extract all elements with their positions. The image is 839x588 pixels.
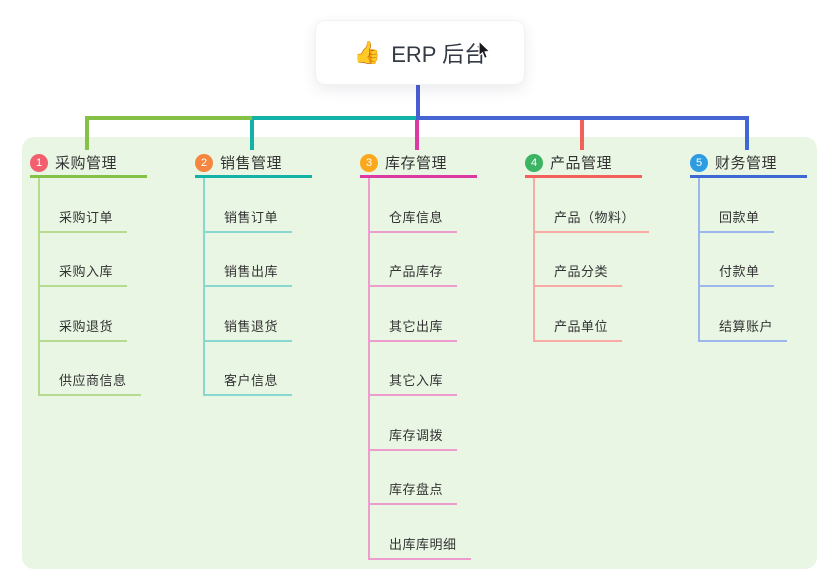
branch-index-badge: 1 bbox=[30, 153, 48, 172]
child-node[interactable]: 产品分类 bbox=[535, 233, 642, 287]
branch-purchase: 1 采购管理 采购订单 采购入库 采购退货 供应商信息 bbox=[30, 150, 147, 396]
child-node[interactable]: 采购入库 bbox=[40, 233, 147, 287]
branch-label: 产品管理 bbox=[550, 155, 613, 172]
child-node[interactable]: 销售出库 bbox=[205, 233, 312, 287]
branch-index-badge: 4 bbox=[525, 153, 543, 172]
child-node[interactable]: 出库库明细 bbox=[370, 505, 477, 560]
branch-product: 4 产品管理 产品（物料） 产品分类 产品单位 bbox=[525, 150, 650, 342]
branch-index-badge: 2 bbox=[195, 153, 213, 172]
branch-drop-line-inventory bbox=[415, 120, 419, 150]
root-node[interactable]: 👍 ERP 后台 bbox=[315, 20, 525, 85]
child-node[interactable]: 供应商信息 bbox=[40, 342, 147, 396]
child-node[interactable]: 其它出库 bbox=[370, 287, 477, 342]
child-node[interactable]: 仓库信息 bbox=[370, 178, 477, 233]
child-node[interactable]: 库存调拨 bbox=[370, 396, 477, 451]
thumbs-up-icon: 👍 bbox=[353, 39, 382, 65]
branch-sales: 2 销售管理 销售订单 销售出库 销售退货 客户信息 bbox=[195, 150, 312, 396]
branch-children: 回款单 付款单 结算账户 bbox=[698, 178, 807, 342]
branch-node-inventory[interactable]: 3 库存管理 bbox=[360, 150, 477, 178]
branch-label: 库存管理 bbox=[385, 155, 448, 172]
child-node[interactable]: 其它入库 bbox=[370, 342, 477, 396]
branch-index-badge: 5 bbox=[690, 153, 708, 172]
branch-finance: 5 财务管理 回款单 付款单 结算账户 bbox=[690, 150, 807, 342]
child-node[interactable]: 采购退货 bbox=[40, 287, 147, 342]
branch-drop-line-product bbox=[580, 120, 584, 150]
bus-line-middle bbox=[252, 116, 416, 120]
branch-node-product[interactable]: 4 产品管理 bbox=[525, 150, 642, 178]
child-node[interactable]: 销售订单 bbox=[205, 178, 312, 233]
branch-children: 仓库信息 产品库存 其它出库 其它入库 库存调拨 库存盘点 出库库明细 bbox=[368, 178, 477, 560]
branch-drop-line-finance bbox=[745, 120, 749, 150]
branch-drop-line-sales bbox=[250, 120, 254, 150]
branch-node-sales[interactable]: 2 销售管理 bbox=[195, 150, 312, 178]
branch-children: 销售订单 销售出库 销售退货 客户信息 bbox=[203, 178, 312, 396]
bus-line-left bbox=[85, 116, 252, 120]
child-node[interactable]: 产品（物料） bbox=[535, 178, 650, 233]
branch-label: 财务管理 bbox=[715, 155, 778, 172]
branch-label: 销售管理 bbox=[220, 155, 283, 172]
branch-node-purchase[interactable]: 1 采购管理 bbox=[30, 150, 147, 178]
branch-label: 采购管理 bbox=[55, 155, 118, 172]
child-node[interactable]: 付款单 bbox=[700, 233, 807, 287]
bus-line-right bbox=[415, 116, 749, 120]
root-node-label: ERP 后台 bbox=[391, 41, 487, 67]
child-node[interactable]: 采购订单 bbox=[40, 178, 147, 233]
root-connector-line bbox=[416, 83, 420, 117]
mouse-cursor-icon bbox=[478, 40, 491, 60]
child-node[interactable]: 客户信息 bbox=[205, 342, 312, 396]
child-node[interactable]: 库存盘点 bbox=[370, 451, 477, 505]
child-node[interactable]: 销售退货 bbox=[205, 287, 312, 342]
child-node[interactable]: 结算账户 bbox=[700, 287, 807, 342]
child-node[interactable]: 产品单位 bbox=[535, 287, 642, 342]
branch-drop-line-purchase bbox=[85, 120, 89, 150]
branches-panel bbox=[22, 137, 817, 569]
child-node[interactable]: 产品库存 bbox=[370, 233, 477, 287]
branch-children: 产品（物料） 产品分类 产品单位 bbox=[533, 178, 650, 342]
child-node[interactable]: 回款单 bbox=[700, 178, 807, 233]
branch-inventory: 3 库存管理 仓库信息 产品库存 其它出库 其它入库 库存调拨 库存盘点 出库库… bbox=[360, 150, 477, 560]
branch-index-badge: 3 bbox=[360, 153, 378, 172]
branch-node-finance[interactable]: 5 财务管理 bbox=[690, 150, 807, 178]
branch-children: 采购订单 采购入库 采购退货 供应商信息 bbox=[38, 178, 147, 396]
